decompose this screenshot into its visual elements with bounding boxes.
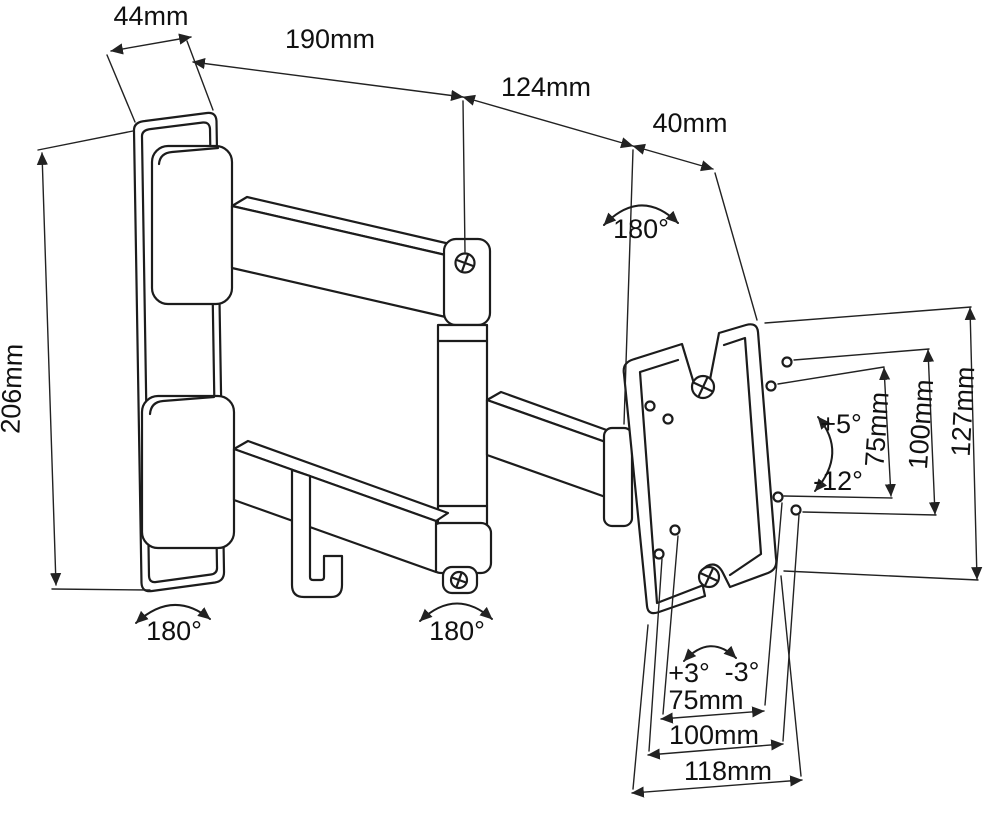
dim-line-44mm xyxy=(110,33,192,55)
ext-line xyxy=(632,624,649,790)
vesa-hole-inner-top-right xyxy=(765,380,777,392)
label-swivel-mid-joint: 180° xyxy=(429,616,485,646)
lower-wall-bracket-top-face xyxy=(148,395,216,416)
lower-arm-front-face xyxy=(232,447,438,574)
ext-line xyxy=(714,172,758,321)
ext-line xyxy=(662,535,679,715)
label-vesa-vertical-outer: 100mm xyxy=(903,378,939,470)
dim-line-206mm xyxy=(36,152,62,586)
ext-line xyxy=(462,100,466,253)
cable-clip xyxy=(290,468,344,599)
dim-line-40mm xyxy=(632,143,714,172)
label-plate-height: 127mm xyxy=(946,366,981,457)
label-tilt-up: +5° xyxy=(820,409,862,439)
vesa-plate-back-bracket xyxy=(602,426,634,528)
label-plate-width: 118mm xyxy=(684,756,772,786)
ext-line xyxy=(783,570,979,581)
swivel-arc-mid-icon xyxy=(419,602,493,622)
dim-line-127mm xyxy=(964,307,983,580)
ext-line xyxy=(623,149,634,425)
dim-line-100mm-vertical xyxy=(922,349,941,515)
label-plate-offset-depth: 40mm xyxy=(652,108,727,138)
ext-line xyxy=(782,514,800,742)
lower-wall-bracket xyxy=(140,394,236,550)
pivot-column xyxy=(436,323,489,527)
dim-line-118mm xyxy=(631,775,803,798)
dim-line-75mm-vertical xyxy=(879,367,896,497)
vesa-top-screw-cross-icon xyxy=(692,376,714,398)
vesa-hole-inner-bottom-left xyxy=(669,524,681,536)
ext-line xyxy=(51,588,151,591)
label-swivel-wall-joint: 180° xyxy=(146,616,202,646)
label-wall-plate-depth: 44mm xyxy=(113,1,188,31)
label-swivel-head: 180° xyxy=(613,214,669,244)
upper-wall-bracket-top-face xyxy=(157,146,220,166)
dimension-lines xyxy=(36,33,983,798)
label-first-arm-length: 190mm xyxy=(285,24,375,54)
vesa-hole-inner-bottom-right xyxy=(772,491,784,503)
mount-drawing xyxy=(132,111,802,615)
vesa-hole-outer-top-right xyxy=(781,356,793,368)
label-vesa-horizontal-inner: 75mm xyxy=(668,685,743,715)
dimension-labels: 44mm 190mm 124mm 40mm 206mm 180° 180° 18… xyxy=(0,1,980,786)
ext-line xyxy=(802,511,937,516)
ext-line xyxy=(764,306,972,324)
vesa-hole-inner-top-left xyxy=(662,413,674,425)
ext-line xyxy=(37,130,134,151)
ext-line xyxy=(783,495,893,499)
label-level-adjust-plus: +3° xyxy=(668,658,710,688)
pivot-column-bottom-block xyxy=(429,521,493,575)
tilt-arc-icon xyxy=(814,416,834,492)
dim-line-75mm-horizontal xyxy=(660,706,765,724)
wall-plate-inner-outline xyxy=(140,121,219,584)
dim-line-190mm xyxy=(192,57,464,102)
rotation-arrows xyxy=(135,204,834,662)
vesa-plate-inner-outline-left xyxy=(638,358,703,605)
vesa-hole-outer-bottom-left xyxy=(653,548,665,560)
label-wall-plate-height: 206mm xyxy=(0,343,29,434)
swivel-arc-head-icon xyxy=(603,204,679,226)
vesa-bottom-screw-cross-icon xyxy=(699,567,719,587)
label-vesa-vertical-inner: 75mm xyxy=(859,391,894,468)
ext-line xyxy=(764,502,783,706)
label-second-arm-length: 124mm xyxy=(501,72,591,102)
label-level-adjust-minus: -3° xyxy=(725,657,760,687)
ext-line xyxy=(648,558,663,752)
pivot-cap xyxy=(442,237,492,327)
dim-line-100mm-horizontal xyxy=(647,739,784,760)
ext-line xyxy=(780,575,802,777)
pivot-bottom-screw-cross-icon xyxy=(451,572,467,588)
label-vesa-horizontal-outer: 100mm xyxy=(669,720,759,750)
pivot-top-screw-cross-icon xyxy=(456,254,474,272)
ext-line xyxy=(186,40,214,111)
vesa-hole-outer-bottom-right xyxy=(790,504,802,516)
vesa-hole-outer-top-left xyxy=(644,400,656,412)
ext-line xyxy=(106,54,136,123)
ext-line xyxy=(793,348,930,361)
ext-line xyxy=(777,366,885,385)
dim-line-124mm xyxy=(462,94,634,149)
level-adjust-arc-icon xyxy=(683,645,737,662)
label-tilt-down: -12° xyxy=(813,466,863,496)
upper-wall-bracket xyxy=(150,144,234,306)
swivel-arc-wall-icon xyxy=(135,604,211,624)
vesa-plate-inner-outline-right xyxy=(722,336,763,577)
